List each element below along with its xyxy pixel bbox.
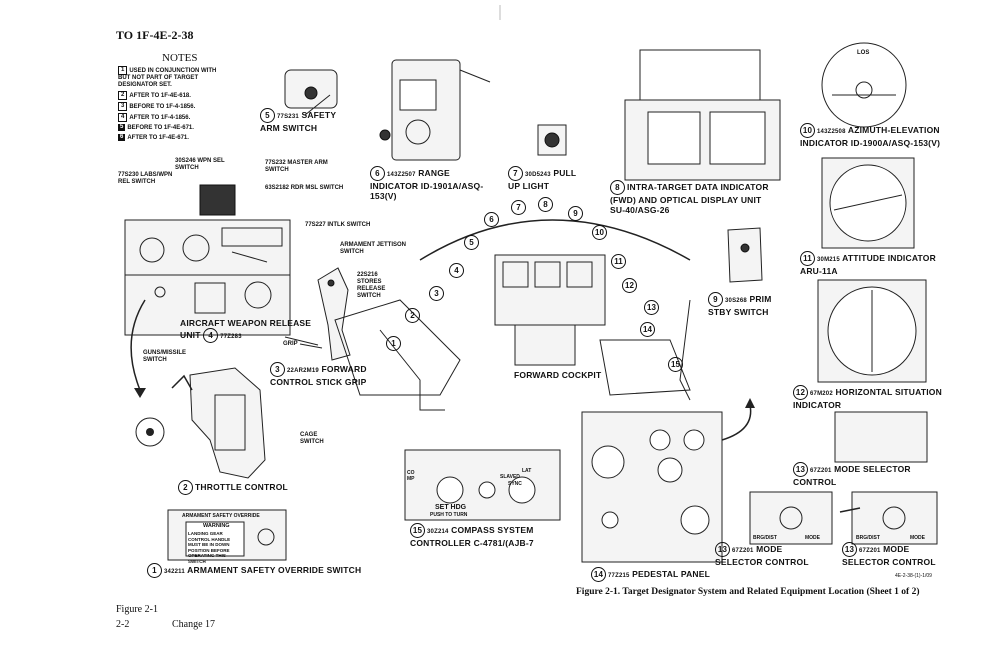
- wpn-sel-label: 30S246 WPN SEL SWITCH: [175, 158, 225, 171]
- mode-selector-drawings: [749, 411, 938, 545]
- stores-release-label: 22S216 STORES RELEASE SWITCH: [357, 272, 386, 299]
- cockpit-callout-14: 14: [640, 322, 655, 337]
- rdr-msl-label: 63S2182 RDR MSL SWITCH: [265, 185, 344, 191]
- range-indicator-drawing: [379, 59, 491, 161]
- override-plate-heading: ARMAMENT SAFETY OVERRIDE: [182, 513, 260, 519]
- document-number: TO 1F-4E-2-38: [116, 28, 194, 42]
- mode-sel-c-mode-label: MODE: [910, 535, 925, 541]
- footer-change: Change 17: [172, 619, 216, 630]
- cockpit-callout-15: 15: [668, 357, 683, 372]
- override-plate-drawing: [167, 509, 287, 561]
- compass-controller-drawing: [404, 449, 561, 521]
- labs-label: 77S230 LABS/WPN REL SWITCH: [118, 172, 173, 185]
- attitude-indicator-drawing: [821, 157, 915, 249]
- hsi-drawing: [817, 279, 927, 383]
- forward-cockpit-label: FORWARD COCKPIT: [514, 370, 602, 380]
- cockpit-callout-7: 7: [511, 200, 526, 215]
- safety-arm-switch-drawing: [284, 69, 338, 109]
- guns-missile-dial-drawing: [135, 417, 165, 447]
- stick-grip-drawing: [317, 267, 351, 361]
- compass-push-turn-label: PUSH TO TURN: [430, 512, 468, 518]
- throttle-drawing: [171, 367, 266, 479]
- figure-code: 4E-2-38-(1)-1/09: [895, 573, 932, 579]
- mode-sel-b-brg-label: BRG/DIST: [753, 535, 777, 541]
- grip-label: GRIP: [283, 341, 298, 347]
- cockpit-callout-8: 8: [538, 197, 553, 212]
- optical-display-unit-drawing: [624, 49, 781, 181]
- override-plate-warning: WARNING: [203, 523, 230, 529]
- footer-page-number: 2-2: [116, 619, 130, 630]
- cockpit-callout-9: 9: [568, 206, 583, 221]
- guns-missile-label: GUNS/MISSILE SWITCH: [143, 350, 187, 363]
- forward-cockpit-drawing: [334, 219, 691, 411]
- mode-sel-c-brg-label: BRG/DIST: [856, 535, 880, 541]
- pedestal-panel-drawing: [581, 398, 755, 563]
- master-arm-label: 77S232 MASTER ARM SWITCH: [265, 160, 328, 173]
- cockpit-callout-6: 6: [484, 212, 499, 227]
- intlk-label: 77S227 INTLK SWITCH: [305, 222, 371, 228]
- cockpit-callout-11: 11: [611, 254, 626, 269]
- cockpit-callout-4: 4: [449, 263, 464, 278]
- compass-sync-label: SYNC: [508, 481, 522, 487]
- az-el-los-label: LOS: [857, 50, 870, 56]
- compass-slaved-label: SLAVED: [500, 474, 520, 480]
- footer-figure-label: Figure 2-1: [116, 604, 158, 615]
- pull-up-light-drawing: [537, 124, 567, 156]
- cockpit-callout-12: 12: [622, 278, 637, 293]
- compass-comp-label: COMP: [407, 470, 415, 482]
- leader-lines: [231, 94, 331, 349]
- cockpit-callout-13: 13: [644, 300, 659, 315]
- cockpit-callout-5: 5: [464, 235, 479, 250]
- armament-jettison-label: ARMAMENT JETTISON SWITCH: [340, 242, 406, 255]
- cockpit-callout-1: 1: [386, 336, 401, 351]
- cockpit-callout-2: 2: [405, 308, 420, 323]
- cage-switch-label: CAGE SWITCH: [300, 432, 324, 445]
- notes-title: NOTES: [162, 52, 198, 64]
- figure-caption: Figure 2-1. Target Designator System and…: [576, 587, 920, 597]
- cockpit-callout-3: 3: [429, 286, 444, 301]
- armament-panel-drawing: [124, 184, 291, 398]
- mode-sel-b-mode-label: MODE: [805, 535, 820, 541]
- cockpit-callout-10: 10: [592, 225, 607, 240]
- azimuth-elevation-drawing: [821, 42, 907, 128]
- compass-lat-label: LAT: [522, 468, 532, 474]
- prim-stby-drawing: [727, 227, 763, 283]
- compass-set-hdg-label: SET HDG: [435, 504, 467, 511]
- override-plate-body: LANDING GEAR CONTROL HANDLE MUST BE IN D…: [188, 531, 231, 564]
